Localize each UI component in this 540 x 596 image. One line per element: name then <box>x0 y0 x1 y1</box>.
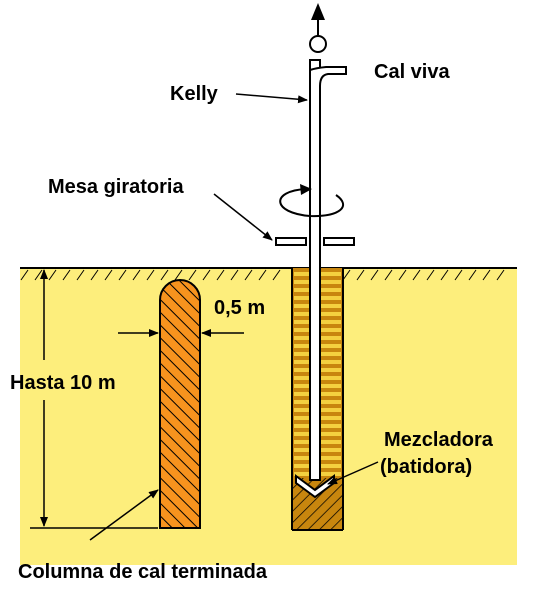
label-spacing: 0,5 m <box>214 297 265 319</box>
ground-hatch-tick <box>426 269 435 281</box>
rotation-arrowhead <box>300 184 312 195</box>
ground-hatch-tick <box>272 269 281 281</box>
ground-hatch-tick <box>398 269 407 281</box>
ground-hatch-tick <box>104 269 113 281</box>
ground-hatch-tick <box>202 269 211 281</box>
ground-hatch-tick <box>384 269 393 281</box>
ground-hatch-tick <box>174 269 183 281</box>
ground-hatch-tick <box>132 269 141 281</box>
ground-hatch-tick <box>230 269 239 281</box>
ground-hatch-tick <box>468 269 477 281</box>
ground-hatch-tick <box>216 269 225 281</box>
ground-hatch-tick <box>244 269 253 281</box>
soil-area <box>20 268 517 565</box>
kelly-top-arrowhead <box>311 3 325 20</box>
lime-supply-pipe <box>309 66 347 87</box>
ground-hatch-tick <box>356 269 365 281</box>
rotation-symbol <box>279 188 345 218</box>
ground-hatch-tick <box>90 269 99 281</box>
finished-lime-column <box>159 279 201 529</box>
label-depth: Hasta 10 m <box>10 372 116 394</box>
label-kelly: Kelly <box>170 83 219 105</box>
ground-hatch-tick <box>48 269 57 281</box>
label-mesa-giratoria: Mesa giratoria <box>48 176 184 198</box>
label-cal-viva: Cal viva <box>374 61 450 83</box>
label-batidora: (batidora) <box>380 456 472 478</box>
ground-hatch-tick <box>454 269 463 281</box>
ground-hatch-tick <box>342 269 351 281</box>
rotary-table-right <box>323 237 355 246</box>
ground-hatch-tick <box>62 269 71 281</box>
ground-hatch-tick <box>440 269 449 281</box>
ground-hatch-tick <box>146 269 155 281</box>
ground-hatch-tick <box>160 269 169 281</box>
label-mezcladora: Mezcladora <box>384 429 494 451</box>
kelly-bar <box>309 59 321 481</box>
columna-leader <box>89 489 159 541</box>
ground-hatch-tick <box>20 269 29 281</box>
ground-hatch-tick <box>482 269 491 281</box>
ground-hatch-tick <box>496 269 505 281</box>
kelly-swivel <box>309 35 327 53</box>
ground-hatch-tick <box>258 269 267 281</box>
ground-hatch-tick <box>370 269 379 281</box>
ground-hatching <box>20 269 505 281</box>
ground-hatch-tick <box>188 269 197 281</box>
label-columna: Columna de cal terminada <box>18 561 268 583</box>
ground-hatch-tick <box>76 269 85 281</box>
mesa-leader <box>213 193 273 241</box>
ground-hatch-tick <box>118 269 127 281</box>
ground-hatch-tick <box>412 269 421 281</box>
rotary-table-left <box>275 237 307 246</box>
mezcladora-leader <box>327 461 379 485</box>
kelly-leader <box>235 93 308 104</box>
